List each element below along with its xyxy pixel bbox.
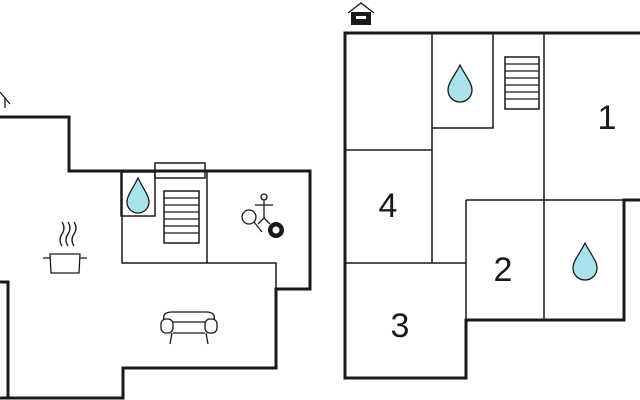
cooking-pot-icon <box>43 221 87 274</box>
entrance-house-icon <box>347 2 375 25</box>
games-icon <box>241 193 284 238</box>
left-outer-wall <box>0 115 312 400</box>
top-bathroom-water-drop-icon <box>447 63 473 103</box>
room-number-4: 4 <box>379 187 398 225</box>
sofa-icon <box>160 311 218 345</box>
bathroom-water-drop-icon <box>120 171 156 217</box>
right-stairs-icon <box>504 56 540 110</box>
room-number-1: 1 <box>598 99 617 137</box>
left-floor-plan <box>0 91 312 400</box>
room-number-3: 3 <box>391 307 410 345</box>
room-number-2: 2 <box>494 251 513 289</box>
right-floor-plan: 1 2 3 4 <box>343 2 640 380</box>
entrance-arrow-icon <box>0 91 11 108</box>
right-bathroom-water-drop-icon <box>572 241 598 281</box>
left-stairs-icon <box>163 190 200 244</box>
